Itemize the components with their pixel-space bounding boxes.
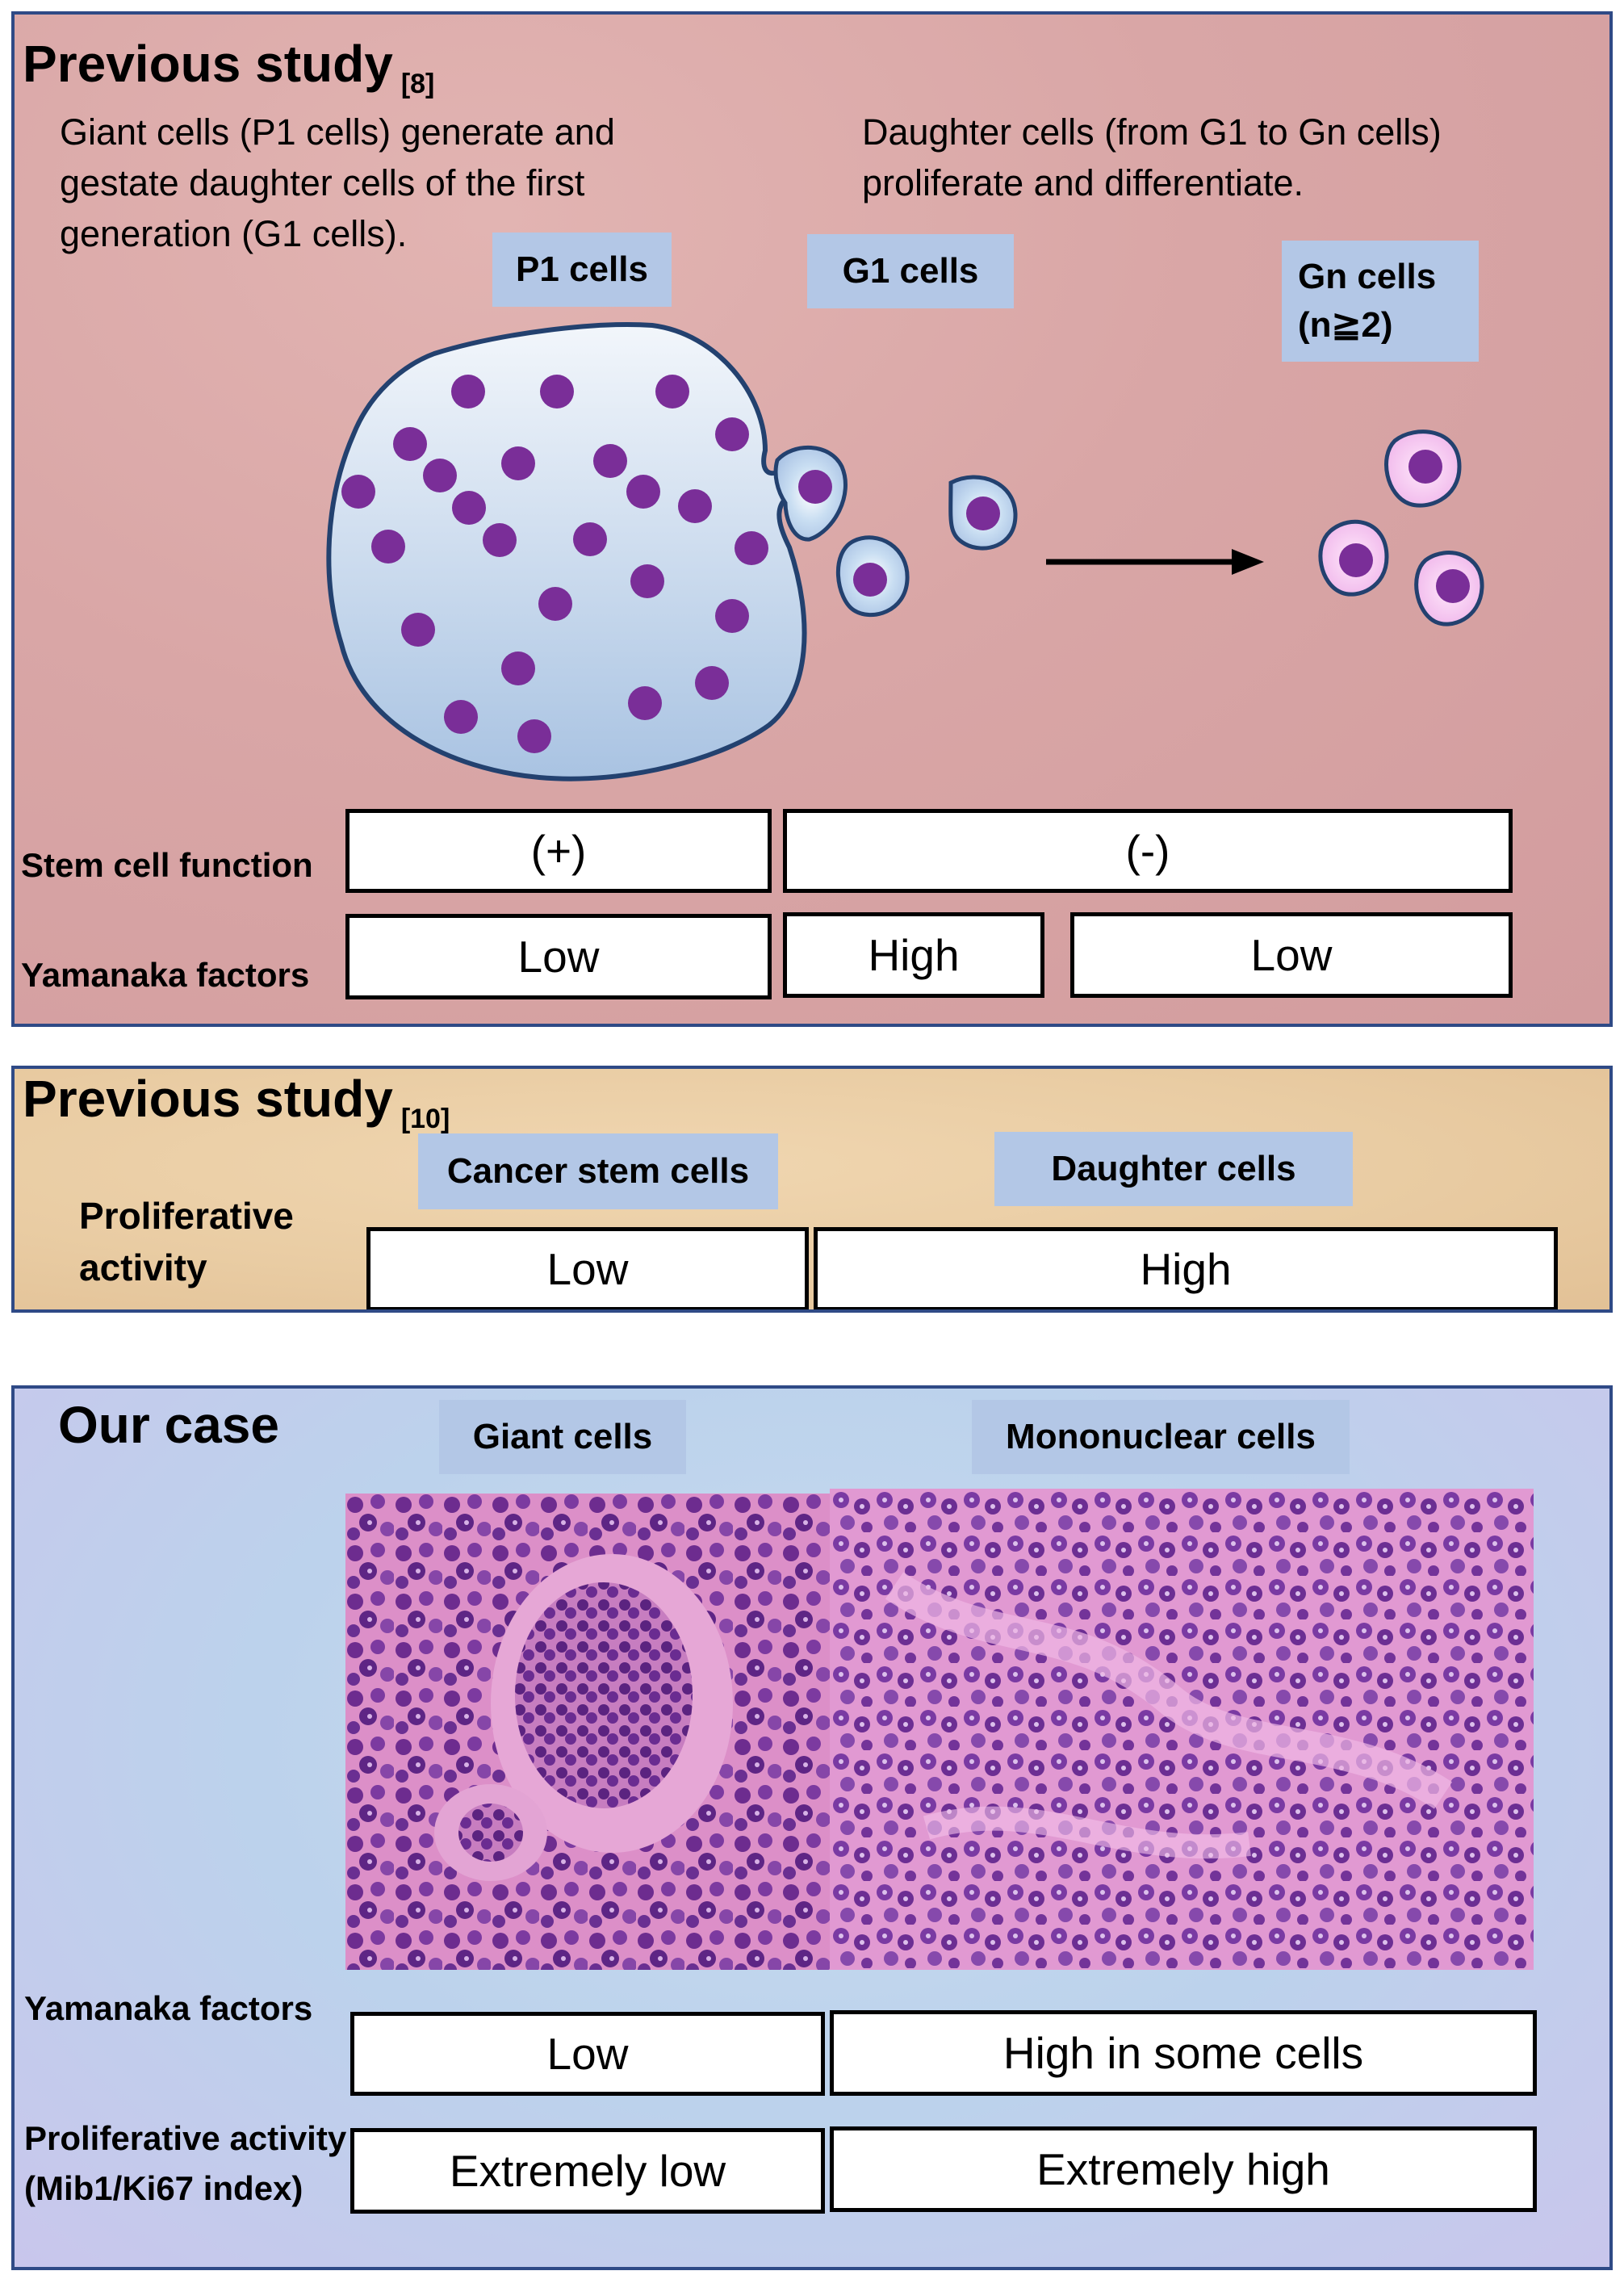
stem-function-daughter-box: (-) (783, 809, 1513, 893)
gn-cells-label-text: Gn cells (1298, 257, 1437, 296)
panel1-right-description: Daughter cells (from G1 to Gn cells) pro… (862, 111, 1442, 203)
g1-cell-2-nucleus (966, 496, 1000, 530)
yamanaka-factors-label-panel3: Yamanaka factors (24, 1989, 313, 2027)
stem-function-p1-box: (+) (345, 809, 772, 893)
yamanaka-p1-box: Low (345, 914, 772, 999)
progression-arrow-head (1232, 549, 1264, 575)
panel2-title: Previous study[10] (23, 1069, 450, 1135)
giant-cell-nuclei-cluster (515, 1582, 693, 1808)
mononuclear-cells-histology-image (830, 1489, 1534, 1970)
our-case-panel: Our case Giant cells Mononuclear cells (11, 1385, 1613, 2270)
giant-cells-histology-image (345, 1494, 830, 1970)
giant-p1-cell (326, 322, 807, 781)
prolif-giant-box: Extremely low (350, 2128, 825, 2214)
yamanaka-mononuclear-box: High in some cells (830, 2010, 1537, 2096)
g1-cells-label: G1 cells (807, 234, 1014, 308)
panel1-title-text: Previous study (23, 35, 393, 93)
gn-cell-3-nucleus (1436, 569, 1470, 603)
panel3-title: Our case (58, 1396, 279, 1454)
yamanaka-giant-box: Low (350, 2012, 825, 2096)
giant-cells-label: Giant cells (439, 1400, 686, 1474)
daughter-cells-label: Daughter cells (994, 1132, 1353, 1206)
previous-study-10-panel: Previous study[10] Cancer stem cells Dau… (11, 1066, 1613, 1313)
previous-study-8-panel: Previous study[8] Giant cells (P1 cells)… (11, 11, 1613, 1027)
cancer-stem-cells-label: Cancer stem cells (418, 1133, 778, 1209)
p1-cells-label: P1 cells (492, 233, 672, 307)
gn-cells-label: Gn cells (n≧2) (1282, 241, 1479, 362)
cell-division-diagram (326, 322, 1484, 781)
g1-cell-1-nucleus (853, 563, 887, 597)
yamanaka-factors-label-1: Yamanaka factors (21, 956, 310, 994)
panel1-left-description: Giant cells (P1 cells) generate and gest… (60, 111, 615, 254)
proliferative-activity-label-2: Proliferative activity (79, 1195, 294, 1288)
proliferative-activity-label-3: Proliferative activity (Mib1/Ki67 index) (24, 2119, 347, 2207)
panel1-ref: [8] (400, 69, 435, 99)
gn-cells-label-sub: (n≧2) (1298, 305, 1393, 345)
prolif-csc-box: Low (366, 1227, 809, 1309)
stem-cell-function-label: Stem cell function (21, 846, 313, 884)
prolif-daughter-box: High (814, 1227, 1558, 1309)
panel1-title: Previous study[8] (23, 34, 434, 100)
yamanaka-gn-box: Low (1070, 912, 1513, 998)
yamanaka-g1-box: High (783, 912, 1044, 998)
gn-cell-2-nucleus (1339, 543, 1373, 577)
gn-cell-1-nucleus (1408, 450, 1442, 484)
prolif-mononuclear-box: Extremely high (830, 2126, 1537, 2212)
mononuclear-cells-label: Mononuclear cells (972, 1400, 1350, 1474)
budding-cell-nucleus (798, 470, 832, 504)
giant-cell-nuclei (341, 375, 768, 753)
panel2-ref: [10] (400, 1104, 450, 1134)
panel2-title-text: Previous study (23, 1070, 393, 1128)
